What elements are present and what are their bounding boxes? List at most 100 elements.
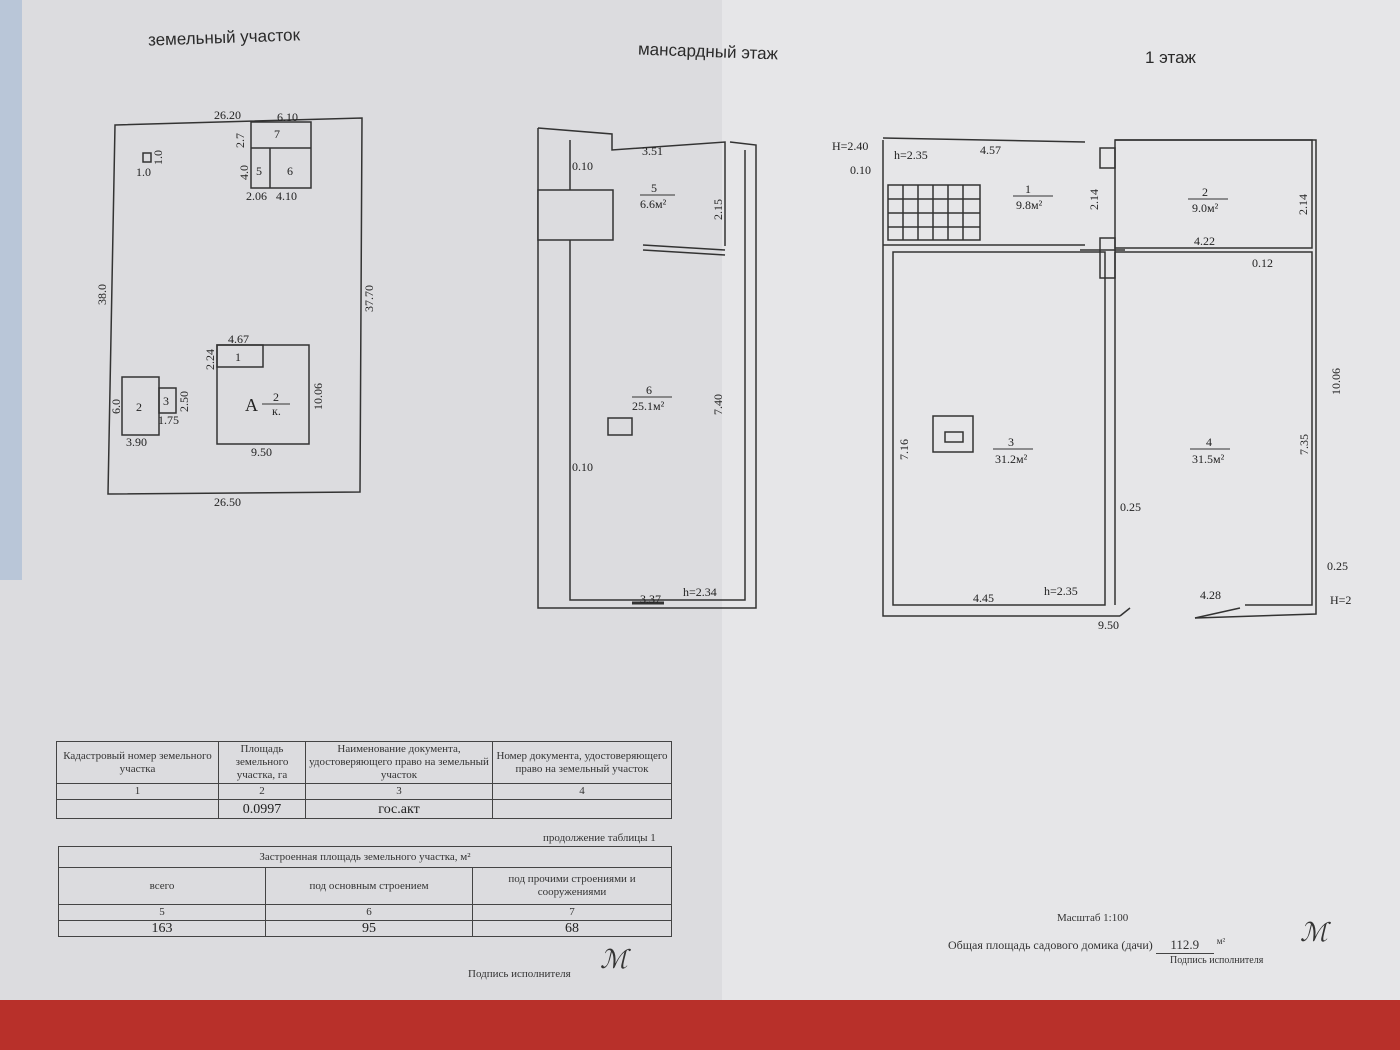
plan-line	[642, 249, 726, 256]
dimension-label: 7.40	[711, 394, 725, 415]
dimension-label: 25.1м²	[632, 399, 665, 413]
dimension-label: 6.10	[277, 110, 298, 124]
dimension-label: 2	[1202, 185, 1208, 199]
land-plot-labels: 26.20 6.10 2.7 7 4.0 5 6 2.06 4.10 1.0 1…	[95, 108, 376, 509]
total-area-value: 112.9	[1155, 937, 1214, 954]
dimension-label: 5	[651, 181, 657, 195]
table-row: 0.0997 гос.акт	[56, 799, 672, 819]
total-built-area: 163	[58, 920, 266, 937]
dimension-label: h=2.35	[894, 148, 928, 162]
total-area-label: Общая площадь садового домика (дачи)	[948, 938, 1153, 952]
cadastral-number-value	[56, 799, 219, 819]
plan-line	[569, 140, 746, 601]
dimension-label: 2.14	[1087, 189, 1101, 210]
first-floor-title: 1 этаж	[1145, 48, 1196, 67]
dimension-label: 4.57	[980, 143, 1001, 157]
dimension-label: 2.06	[246, 189, 267, 203]
outbuilding-3	[158, 387, 177, 414]
land-rights-table: Кадастровый номер земельного участка Пло…	[56, 741, 672, 819]
dimension-label: 4.0	[237, 165, 251, 180]
header-document-number: Номер документа, удостоверяющего право н…	[492, 741, 672, 784]
document-right-page	[722, 0, 1400, 1000]
header-other-buildings: под прочими строениями и сооружениями	[472, 867, 672, 905]
dimension-label: H=2.40	[832, 139, 868, 153]
column-number: 3	[305, 783, 493, 800]
outbuilding-top	[250, 121, 312, 189]
signature-label-right: Подпись исполнителя	[1170, 955, 1264, 966]
plan-line	[882, 140, 1120, 617]
column-number: 2	[218, 783, 306, 800]
dimension-label: 2.15	[711, 199, 725, 220]
dimension-label: 4.10	[276, 189, 297, 203]
plan-line	[1099, 237, 1116, 279]
dimension-label: 3.51	[642, 144, 663, 158]
dimension-label: 3.90	[126, 435, 147, 449]
dimension-label: 1	[1025, 182, 1031, 196]
stove	[932, 415, 974, 453]
dimension-label: 9.50	[251, 445, 272, 459]
dimension-label: 1.0	[136, 165, 151, 179]
column-number: 5	[58, 904, 266, 921]
dimension-label: 6.0	[109, 399, 123, 414]
header-main-building: под основным строением	[265, 867, 473, 905]
plan-line	[642, 244, 726, 251]
header-document-name: Наименование документа, удостоверяющего …	[305, 741, 493, 784]
dimension-label: 2.50	[177, 391, 191, 412]
plan-line	[537, 128, 757, 609]
underlying-sheet-edge	[0, 0, 22, 580]
dimension-label: к.	[272, 404, 281, 418]
dimension-label: 7	[274, 127, 280, 141]
mansard-plan	[537, 127, 757, 609]
total-area-unit: м²	[1216, 936, 1226, 946]
dimension-label: 9.0м²	[1192, 201, 1219, 215]
mansard-labels: 0.10 3.51 5 6.6м² 2.15 6 25.1м² 7.40 0.1…	[572, 144, 725, 606]
chimney	[607, 417, 633, 436]
dimension-label: 0.25	[1120, 500, 1141, 514]
dimension-label: 0.12	[1252, 256, 1273, 270]
dimension-label: 9.50	[1098, 618, 1119, 632]
column-number: 1	[56, 783, 219, 800]
first-floor-plan	[882, 137, 1317, 619]
document-left-page	[0, 0, 725, 1000]
plan-line	[1115, 251, 1313, 606]
dimension-label: 4.22	[1194, 234, 1215, 248]
table-row: 1 2 3 4	[56, 783, 672, 800]
dimension-label: h=2.35	[1044, 584, 1078, 598]
dimension-label: 0.10	[572, 159, 593, 173]
table-continuation-caption: продолжение таблицы 1	[543, 832, 656, 844]
dimension-label: 3.37	[640, 592, 661, 606]
signature-right: ℳ	[1300, 918, 1328, 948]
dimension-label: 2.7	[233, 133, 247, 148]
dimension-label: 4	[1206, 435, 1212, 449]
dimension-label: A	[245, 395, 258, 415]
room-2	[1114, 139, 1313, 249]
column-number: 6	[265, 904, 473, 921]
land-plot-plan	[107, 117, 363, 495]
plan-line	[882, 137, 1086, 143]
dimension-label: 0.25	[1327, 559, 1348, 573]
total-area-line: Общая площадь садового домика (дачи) 112…	[948, 936, 1225, 954]
header-land-area: Площадь земельного участка, га	[218, 741, 306, 784]
dimension-label: 26.20	[214, 108, 241, 122]
land-boundary	[107, 117, 363, 495]
table-header-row: Кадастровый номер земельного участка Пло…	[56, 741, 672, 784]
well-marker	[142, 152, 152, 163]
dimension-label: 2	[136, 400, 142, 414]
column-number: 7	[472, 904, 672, 921]
dimension-label: 1.0	[151, 150, 165, 165]
signature-label-left: Подпись исполнителя	[468, 968, 571, 980]
document-name-value: гос.акт	[305, 799, 493, 819]
land-area-value: 0.0997	[218, 799, 306, 819]
first-floor-labels: H=2.40 h=2.35 4.57 0.10 1 9.8м² 2.14 2 9…	[832, 139, 1351, 632]
dimension-label: 2.24	[203, 349, 217, 370]
mansard-outer-top	[537, 127, 726, 246]
dimension-label: 6.6м²	[640, 197, 667, 211]
dimension-label: 31.2м²	[995, 452, 1028, 466]
dimension-label: H=2	[1330, 593, 1351, 607]
dimension-label: 3	[1008, 435, 1014, 449]
main-building-area: 95	[265, 920, 473, 937]
dimension-label: 4.67	[228, 332, 249, 346]
dimension-label: 0.10	[572, 460, 593, 474]
table-row: 163 95 68	[58, 920, 672, 937]
